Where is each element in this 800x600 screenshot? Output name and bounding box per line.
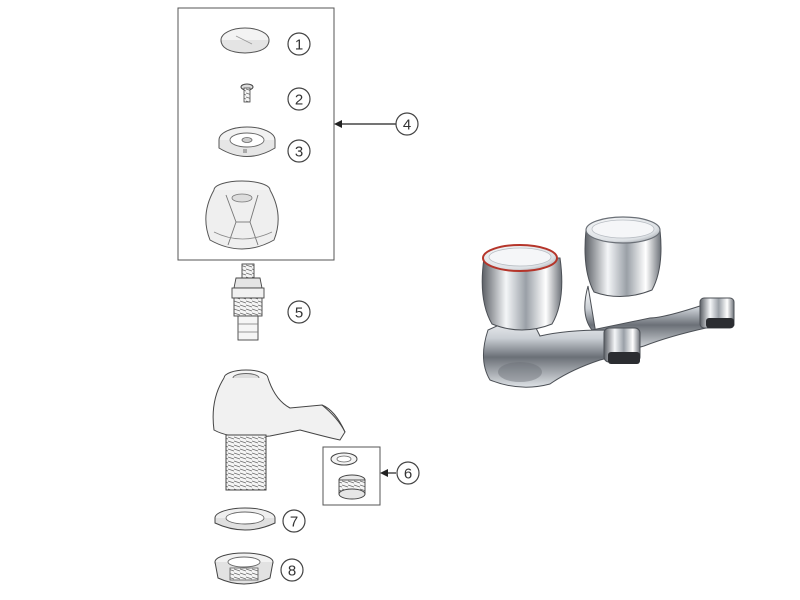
callout-circle (287, 300, 311, 324)
callout-number: 8 (288, 563, 296, 580)
aerator-kit-box (322, 446, 381, 506)
part-back-nut-drawing (214, 552, 274, 585)
callout-7: 7 (282, 509, 306, 533)
callout-circle (287, 32, 311, 56)
callout-3: 3 (287, 139, 311, 163)
callout-number: 7 (290, 514, 298, 531)
callout-1: 1 (287, 32, 311, 56)
callout-number: 3 (295, 144, 303, 161)
handle-assembly-box (177, 7, 335, 261)
part-washer-drawing (214, 507, 276, 531)
callout-4-arrow (334, 120, 396, 128)
callout-number: 4 (403, 117, 411, 134)
hot-tap (481, 244, 641, 388)
callout-number: 1 (295, 37, 303, 54)
callout-6: 6 (396, 461, 420, 485)
part-handle-insert-drawing (218, 126, 276, 157)
part-valve-cartridge-drawing (231, 263, 265, 341)
callout-4: 4 (395, 112, 419, 136)
product-photo-twin-taps (481, 216, 735, 388)
part-cap-drawing (220, 27, 270, 54)
callout-8: 8 (280, 558, 304, 582)
callouts: 1 2 3 4 5 6 7 8 (280, 32, 420, 582)
callout-2: 2 (287, 87, 311, 111)
callout-circle (280, 558, 304, 582)
part-handle-head-drawing (205, 180, 279, 250)
callout-circle (287, 87, 311, 111)
callout-6-arrow (380, 469, 396, 477)
callout-circle (287, 139, 311, 163)
callout-number: 2 (295, 92, 303, 109)
part-aerator-drawing (330, 452, 366, 500)
callout-circle (396, 461, 420, 485)
callout-number: 6 (404, 466, 412, 483)
part-screw-drawing (240, 83, 254, 103)
callout-circle (395, 112, 419, 136)
part-tap-body-drawing (212, 369, 346, 491)
callout-number: 5 (295, 305, 303, 322)
callout-5: 5 (287, 300, 311, 324)
callout-circle (282, 509, 306, 533)
